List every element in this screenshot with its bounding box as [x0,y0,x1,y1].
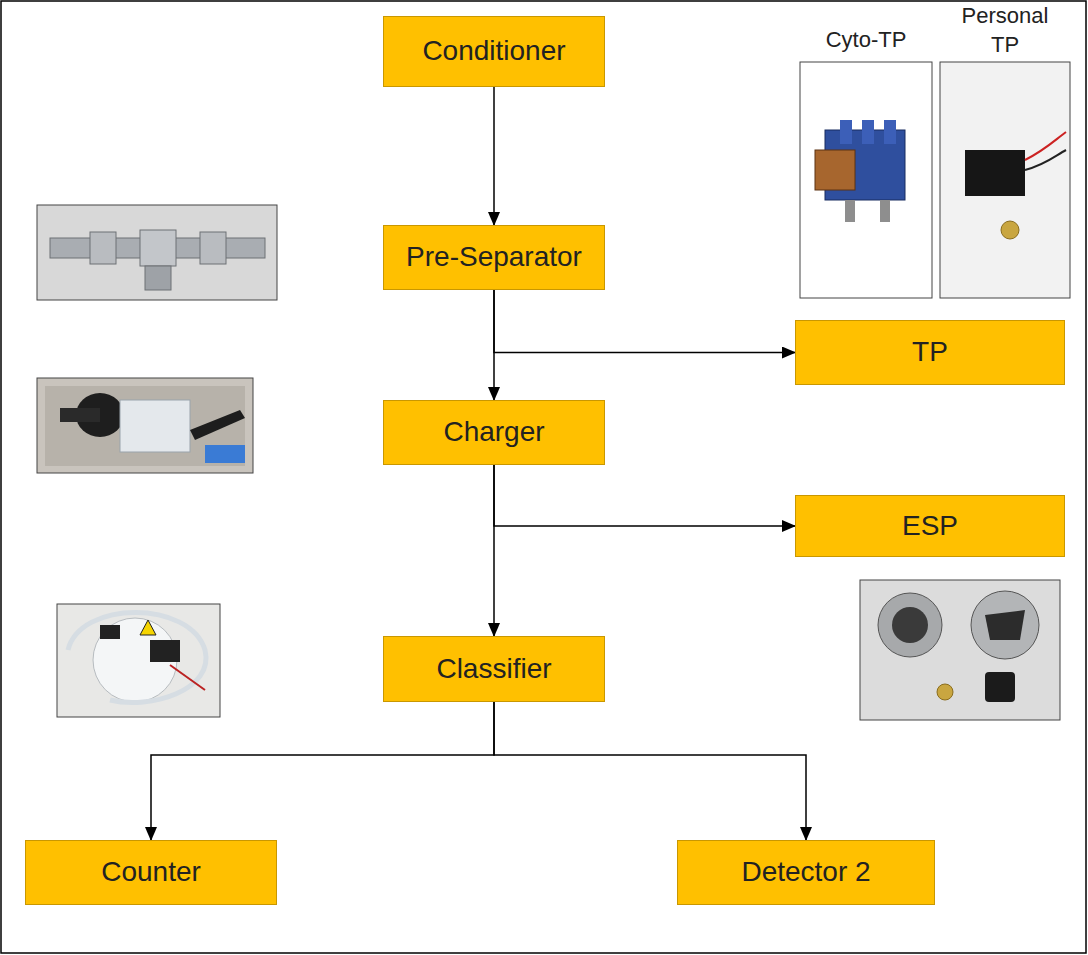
flow-arrow [151,702,494,840]
flow-arrow [493,87,495,225]
box-label: ESP [902,510,958,542]
esp-photo [860,580,1060,720]
process-box: Classifier [383,636,605,702]
photo-caption: Cyto-TP [796,26,936,55]
flow-arrow [493,465,495,636]
flow-arrow [493,290,495,400]
process-box: TP [795,320,1065,385]
process-box: Pre-Separator [383,225,605,290]
process-box: Detector 2 [677,840,935,905]
classifier-photo [57,604,220,717]
box-label: Charger [443,416,544,448]
box-label: Detector 2 [741,856,870,888]
charger-photo [37,378,253,473]
process-box: ESP [795,495,1065,557]
personal-tp-photo [940,62,1070,298]
cyto-tp-drawing [800,62,932,298]
photo-caption: Personal TP [950,2,1060,59]
process-box: Conditioner [383,16,605,87]
process-box: Counter [25,840,277,905]
flow-arrow [494,290,795,353]
process-box: Charger [383,400,605,465]
box-label: Conditioner [422,35,565,67]
pipe-photo [37,205,277,300]
flow-arrow [494,465,795,526]
box-label: Counter [101,856,201,888]
box-label: TP [912,336,948,368]
box-label: Pre-Separator [406,241,582,273]
flow-arrow [494,702,806,840]
box-label: Classifier [436,653,551,685]
